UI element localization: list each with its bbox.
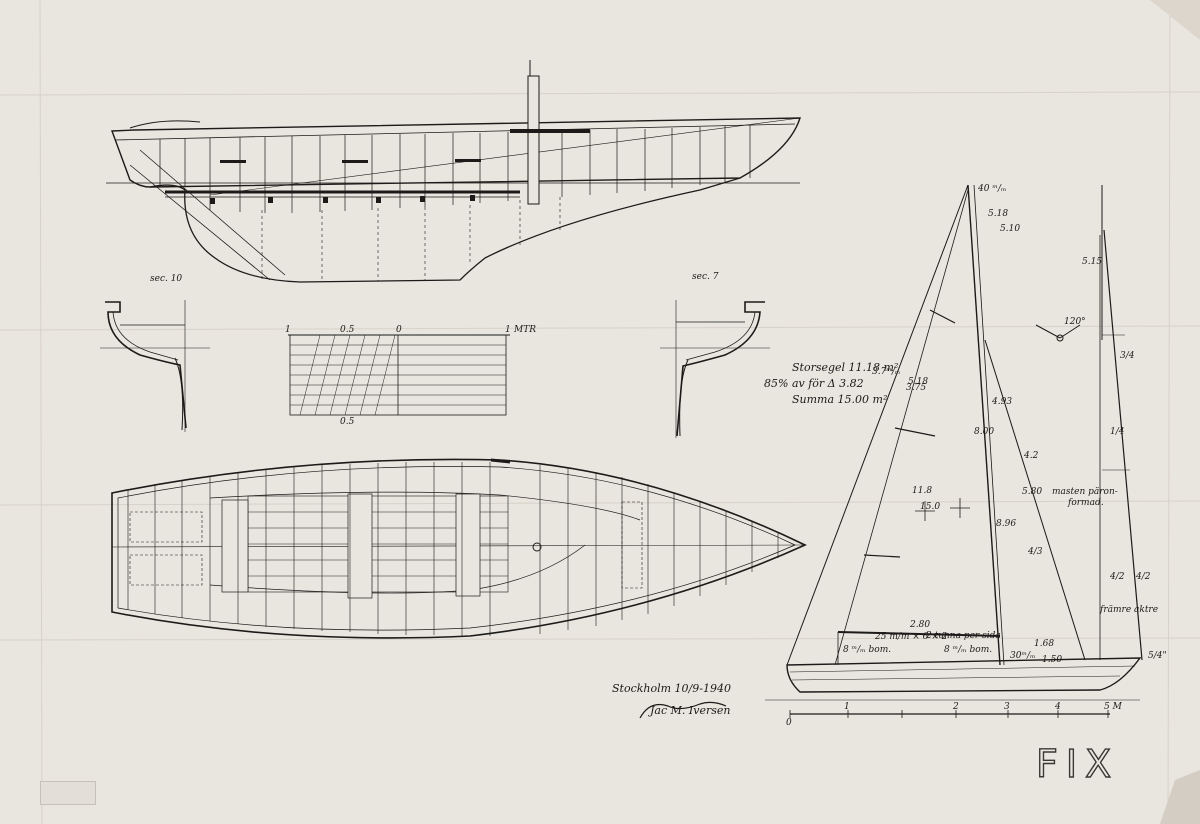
rig-dim-top: 40 ᵐ/ₘ (978, 184, 1007, 194)
section-7-drawing (660, 300, 770, 438)
archive-stamp (40, 781, 96, 805)
section-7-label: sec. 7 (692, 272, 719, 282)
sail-plan (765, 184, 1142, 718)
mast-note-line-2: formad. (1068, 498, 1104, 508)
mast-dim-b: 1/4 (1110, 427, 1125, 437)
mast-dim-a: 3/4 (1120, 351, 1135, 361)
sail-area-line-2: 85% av för Δ 3.82 (764, 377, 864, 390)
rig-dim-main-luff: 8.00 (974, 427, 995, 437)
rig-dim-boom-tag: 2 tunna per sida (926, 631, 1001, 641)
hull-scale-0: 0 (786, 718, 792, 728)
sail-area-line-1: Storsegel 11.18 m² (792, 361, 899, 374)
rig-dim-forestay: 3.7ᵐ/ₘ (872, 367, 901, 377)
rig-dim-d2: 5.10 (1000, 224, 1021, 234)
rig-dim-d5: 11.8 (912, 486, 933, 496)
hull-profile-view (106, 60, 801, 283)
rig-dim-boom-note: 25 m/m × 6 × 2 (875, 632, 948, 642)
rig-dim-d1: 5.18 (988, 209, 1009, 219)
rig-dim-d3: 5.80 (1022, 487, 1043, 497)
mast-aft-label: aktre (1134, 605, 1159, 615)
hull-scale-2: 2 (953, 702, 959, 712)
rig-dim-boom-len: 2.80 (910, 620, 931, 630)
rig-dim-base-c: 30ᵐ/ₘ (1010, 651, 1036, 661)
rig-dim-boom-b: 8 ᵐ/ₘ bom. (944, 645, 993, 655)
rig-dim-jib-luff: 5.18 (908, 377, 929, 387)
scale-unit-label: MTR (514, 325, 536, 335)
rig-dim-leech: 4.93 (992, 397, 1013, 407)
scale-grid (288, 334, 510, 416)
hull-plan-view (111, 458, 807, 639)
mast-dim-d: 4/2 (1136, 572, 1151, 582)
section-10-drawing (100, 300, 210, 432)
mast-foot-dim: 5/4" (1148, 651, 1167, 661)
rig-dim-masthead: 3.75 (906, 383, 927, 393)
rig-dim-d4: 4/3 (1028, 547, 1043, 557)
hull-scale-1: 1 (844, 702, 850, 712)
rig-dim-boom-a: 8 ᵐ/ₘ bom. (843, 645, 892, 655)
rig-dim-luff-2: 8.96 (996, 519, 1017, 529)
mast-top-dim: 5.15 (1082, 257, 1103, 267)
scale-tick-05: 0.5 (340, 325, 355, 335)
scale-tick-1-right: 1 (505, 325, 511, 335)
scale-tick-1: 1 (285, 325, 291, 335)
sail-area-line-3: Summa 15.00 m² (792, 393, 888, 406)
rig-dim-d6: 15.0 (920, 502, 941, 512)
signature: Jac M. Iversen (650, 704, 731, 717)
mast-forward-label: främre (1100, 605, 1132, 615)
fix-stamp: FIX (1035, 741, 1120, 786)
section-10-label: sec. 10 (150, 274, 183, 284)
mast-detail (1035, 185, 1143, 661)
hull-scale-3: 3 (1004, 702, 1010, 712)
scale-tick-0: 0 (396, 325, 402, 335)
hull-scale-5: 5 M (1104, 702, 1122, 712)
mast-note-line-1: masten päron- (1052, 487, 1118, 497)
mast-angle: 120° (1064, 317, 1086, 327)
scale-tick-bottom: 0.5 (340, 417, 355, 427)
rig-dim-base-b: 1.50 (1042, 655, 1063, 665)
rig-dim-base-a: 1.68 (1034, 639, 1055, 649)
rig-dim-spreader: 4.2 (1024, 451, 1039, 461)
mast-dim-c: 4/2 (1110, 572, 1125, 582)
place-date: Stockholm 10/9-1940 (612, 682, 731, 695)
signature-ink (639, 701, 727, 719)
hull-scale-4: 4 (1055, 702, 1061, 712)
